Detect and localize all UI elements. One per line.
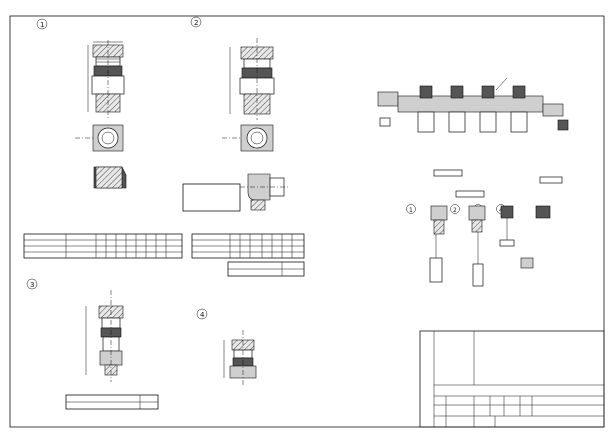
figure-1: 1 [36, 18, 127, 189]
sheet-border [9, 15, 605, 428]
figure-2-number-circle [190, 16, 202, 28]
figure-4: 4 [196, 308, 257, 386]
figure-1-number-circle [36, 18, 48, 30]
figure-1-number: 1 [40, 21, 44, 29]
figure-2-elbow-view [240, 173, 290, 211]
title-block [419, 330, 605, 428]
figure-2-side-view [229, 38, 275, 120]
install-numbered-parts: 1 2 3 4 [406, 204, 551, 287]
note-box [182, 183, 241, 212]
figure-3-number: 3 [30, 281, 34, 289]
figure-1-top-view [75, 124, 124, 152]
figure-1-side-view [87, 40, 125, 118]
figure-4-number: 4 [200, 311, 205, 319]
figure-4-number-circle [196, 308, 208, 320]
dimension-table-1 [23, 233, 183, 259]
figure-2-number: 2 [194, 19, 198, 27]
install-number-1: 1 [409, 207, 413, 214]
header-assembly [377, 85, 569, 133]
figure-3-number-circle [26, 278, 38, 290]
installation-example: 1 2 3 4 [377, 77, 569, 287]
figure-1-nut-detail [93, 166, 127, 189]
figure-2: 2 [190, 16, 290, 211]
figure-3: 3 [26, 278, 159, 410]
install-number-2: 2 [453, 207, 457, 214]
figure-3-side-view [85, 290, 124, 382]
figure-4-side-view [223, 330, 257, 386]
figure-2-top-view [222, 124, 274, 152]
dimension-table-2 [191, 233, 305, 277]
